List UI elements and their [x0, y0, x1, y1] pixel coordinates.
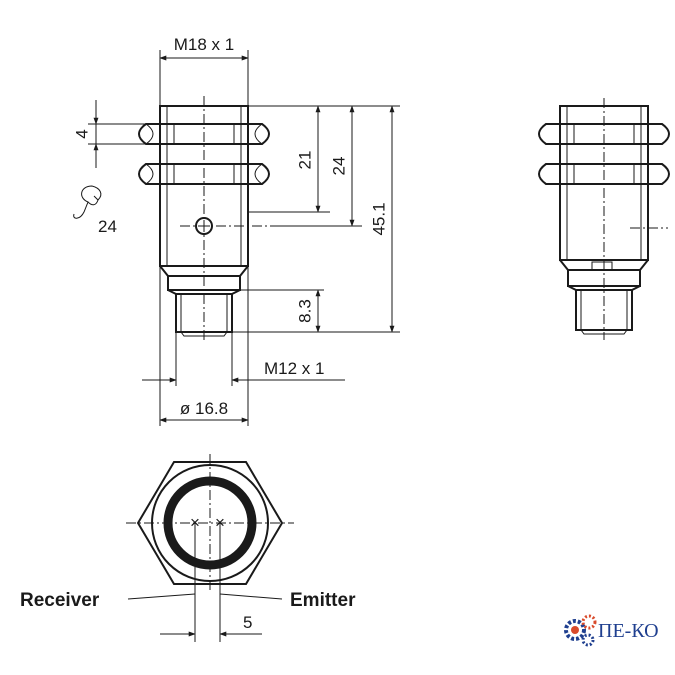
dim-24: 24	[270, 105, 362, 227]
axis-offset-label: 5	[243, 613, 252, 632]
dim-thread-connector: M12 x 1	[142, 332, 345, 386]
emitter-axis-mark: ×	[215, 513, 225, 532]
side-view	[538, 98, 670, 340]
brand-logo: ПЕ-КО	[564, 614, 659, 647]
receiver-axis-mark: ×	[190, 513, 200, 532]
len-21-label: 21	[295, 151, 314, 170]
thread-main-label: M18 x 1	[174, 35, 234, 54]
thread-connector-label: M12 x 1	[264, 359, 324, 378]
dim-21: 21	[248, 105, 400, 213]
dim-diameter: ø 16.8	[159, 266, 249, 426]
nut-lower	[138, 163, 270, 185]
emitter-label: Emitter	[290, 590, 356, 611]
wrench-size-label: 24	[98, 217, 117, 236]
dim-nut-thickness: 4	[72, 100, 146, 168]
len-8-3-label: 8.3	[295, 299, 314, 323]
hex-nut-outline	[136, 461, 284, 585]
dim-thread-main: M18 x 1	[159, 35, 249, 106]
dim-45-1: 45.1	[232, 105, 400, 333]
gear-logo-icon	[564, 614, 597, 647]
brand-logo-text: ПЕ-КО	[598, 620, 659, 642]
nut-thickness-label: 4	[72, 129, 91, 138]
receiver-label: Receiver	[20, 590, 100, 611]
dim-8-3: 8.3	[240, 289, 324, 333]
len-24-label: 24	[329, 157, 348, 176]
diameter-label: ø 16.8	[180, 399, 228, 418]
front-view	[138, 96, 270, 342]
bottom-view: × ×	[126, 454, 294, 642]
len-45-1-label: 45.1	[369, 202, 388, 235]
wrench-icon	[73, 185, 102, 219]
nut-upper	[138, 123, 270, 145]
